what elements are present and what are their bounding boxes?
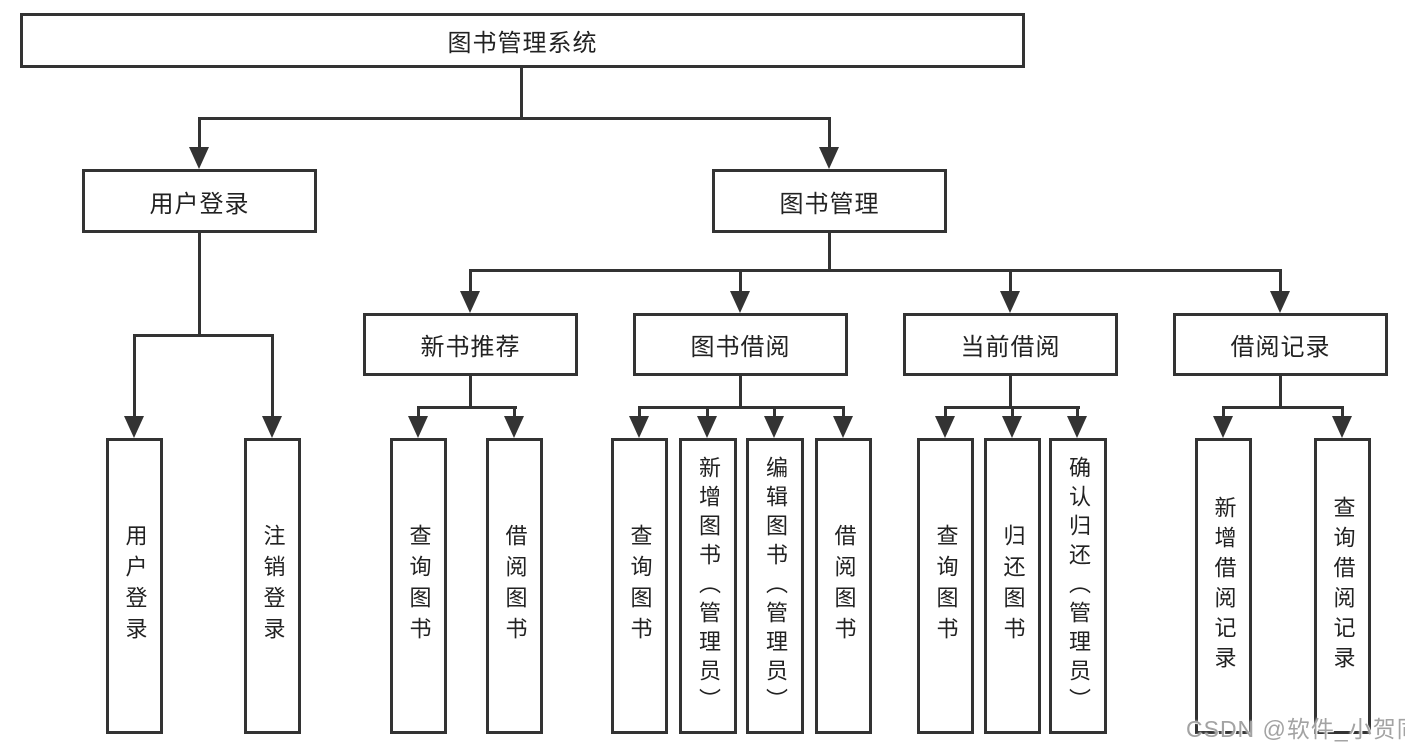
leaf-query-books-recommend: 查询图书 [390, 438, 447, 734]
leaf-borrow-books: 借阅图书 [815, 438, 872, 734]
connector-line [513, 406, 516, 420]
node-book-management: 图书管理 [712, 169, 947, 233]
connector-line [739, 269, 742, 293]
connector-line [842, 406, 845, 420]
arrowhead-down [262, 416, 282, 438]
connector-line [828, 117, 831, 149]
leaf-user-login: 用户登录 [106, 438, 163, 734]
arrowhead-down [124, 416, 144, 438]
connector-line [706, 406, 709, 420]
connector-line [198, 117, 201, 149]
connector-line [133, 334, 274, 337]
arrowhead-down [1002, 416, 1022, 438]
leaf-confirm-return-admin: 确认归还（管理员） [1049, 438, 1107, 734]
node-book-borrow: 图书借阅 [633, 313, 848, 376]
connector-line [417, 406, 517, 409]
leaf-return-books: 归还图书 [984, 438, 1041, 734]
connector-line [469, 269, 472, 293]
arrowhead-down [408, 416, 428, 438]
connector-line [520, 68, 523, 119]
connector-line [133, 334, 136, 418]
arrowhead-down [1067, 416, 1087, 438]
connector-line [1279, 269, 1282, 293]
node-new-book-recommend: 新书推荐 [363, 313, 578, 376]
leaf-add-borrow-record: 新增借阅记录 [1195, 438, 1252, 734]
connector-line [1011, 406, 1014, 420]
connector-line [1341, 406, 1344, 420]
arrowhead-down [819, 147, 839, 169]
connector-line [638, 406, 641, 420]
arrowhead-down [1332, 416, 1352, 438]
connector-line [1009, 376, 1012, 409]
connector-line [469, 376, 472, 409]
arrowhead-down [833, 416, 853, 438]
connector-line [198, 233, 201, 337]
connector-line [944, 406, 947, 420]
node-borrow-records: 借阅记录 [1173, 313, 1388, 376]
connector-line [1222, 406, 1344, 409]
connector-line [1279, 376, 1282, 409]
arrowhead-down [460, 291, 480, 313]
arrowhead-down [504, 416, 524, 438]
connector-line [1076, 406, 1079, 420]
leaf-query-borrow-record: 查询借阅记录 [1314, 438, 1371, 734]
connector-line [198, 117, 831, 120]
arrowhead-down [935, 416, 955, 438]
connector-line [469, 269, 1282, 272]
leaf-edit-books-admin: 编辑图书（管理员） [746, 438, 804, 734]
connector-line [1222, 406, 1225, 420]
arrowhead-down [730, 291, 750, 313]
leaf-query-books-borrow: 查询图书 [611, 438, 668, 734]
leaf-borrow-books-recommend: 借阅图书 [486, 438, 543, 734]
connector-line [271, 334, 274, 418]
connector-line [739, 376, 742, 409]
leaf-query-books-current: 查询图书 [917, 438, 974, 734]
connector-line [828, 233, 831, 272]
arrowhead-down [697, 416, 717, 438]
node-user-login: 用户登录 [82, 169, 317, 233]
arrowhead-down [1213, 416, 1233, 438]
csdn-watermark: CSDN @软件_小贺同学 [1186, 716, 1405, 742]
node-current-borrow: 当前借阅 [903, 313, 1118, 376]
leaf-add-books-admin: 新增图书（管理员） [679, 438, 737, 734]
connector-line [417, 406, 420, 420]
leaf-logout: 注销登录 [244, 438, 301, 734]
connector-line [638, 406, 845, 409]
node-library-system: 图书管理系统 [20, 13, 1025, 68]
arrowhead-down [1270, 291, 1290, 313]
connector-line [1009, 269, 1012, 293]
arrowhead-down [189, 147, 209, 169]
arrowhead-down [1000, 291, 1020, 313]
connector-line [773, 406, 776, 420]
arrowhead-down [629, 416, 649, 438]
arrowhead-down [764, 416, 784, 438]
